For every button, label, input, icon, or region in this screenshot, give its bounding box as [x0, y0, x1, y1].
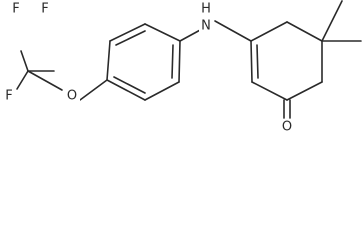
amine-nitrogen-label: N	[201, 19, 211, 34]
bond-gem-dimethyl-upper	[321, 0, 343, 42]
bond-cyclohexenone-ring	[251, 81, 288, 101]
bond-enone-inner-double	[256, 44, 259, 79]
bond-cf3-carbon-ether-oxygen	[27, 70, 63, 91]
bond-benzene-inner-double	[115, 30, 146, 46]
bond-benzene-inner-double	[171, 44, 174, 79]
bond-benzene-ring	[109, 23, 146, 42]
bond-cyclohexenone-ring	[286, 81, 323, 101]
fluorine-label: F	[5, 89, 12, 104]
bonds	[16, 0, 362, 119]
bond-cyclohexenone-ring	[250, 21, 288, 42]
bond-cf3-carbon-f3	[16, 70, 29, 90]
bond-benzene-ring	[144, 23, 181, 42]
fluorine-label: F	[41, 2, 48, 17]
amine-hydrogen-label: H	[201, 2, 211, 17]
ketone-oxygen-label: O	[282, 120, 292, 135]
bond-cyclohexenone-ring	[286, 21, 323, 42]
bond-benzene-ring	[178, 40, 181, 83]
bond-ring-to-nh	[179, 28, 203, 42]
bond-benzene-ring	[106, 79, 146, 101]
bond-benzene-ring	[144, 81, 180, 101]
bond-nh-to-enamine-carbon	[214, 20, 252, 42]
fluorine-label: F	[12, 2, 19, 17]
bond-cf3-carbon-f1	[20, 50, 29, 72]
bond-cyclohexenone-ring	[250, 40, 253, 83]
bond-ether-oxygen-ring	[79, 79, 108, 101]
chemical-structure: F F F O H N O	[2, 0, 362, 135]
atom-labels: F F F O H N O	[2, 1, 295, 135]
bond-benzene-inner-double	[113, 76, 146, 94]
bond-benzene-ring	[106, 40, 111, 81]
ether-oxygen-label: O	[67, 89, 77, 104]
